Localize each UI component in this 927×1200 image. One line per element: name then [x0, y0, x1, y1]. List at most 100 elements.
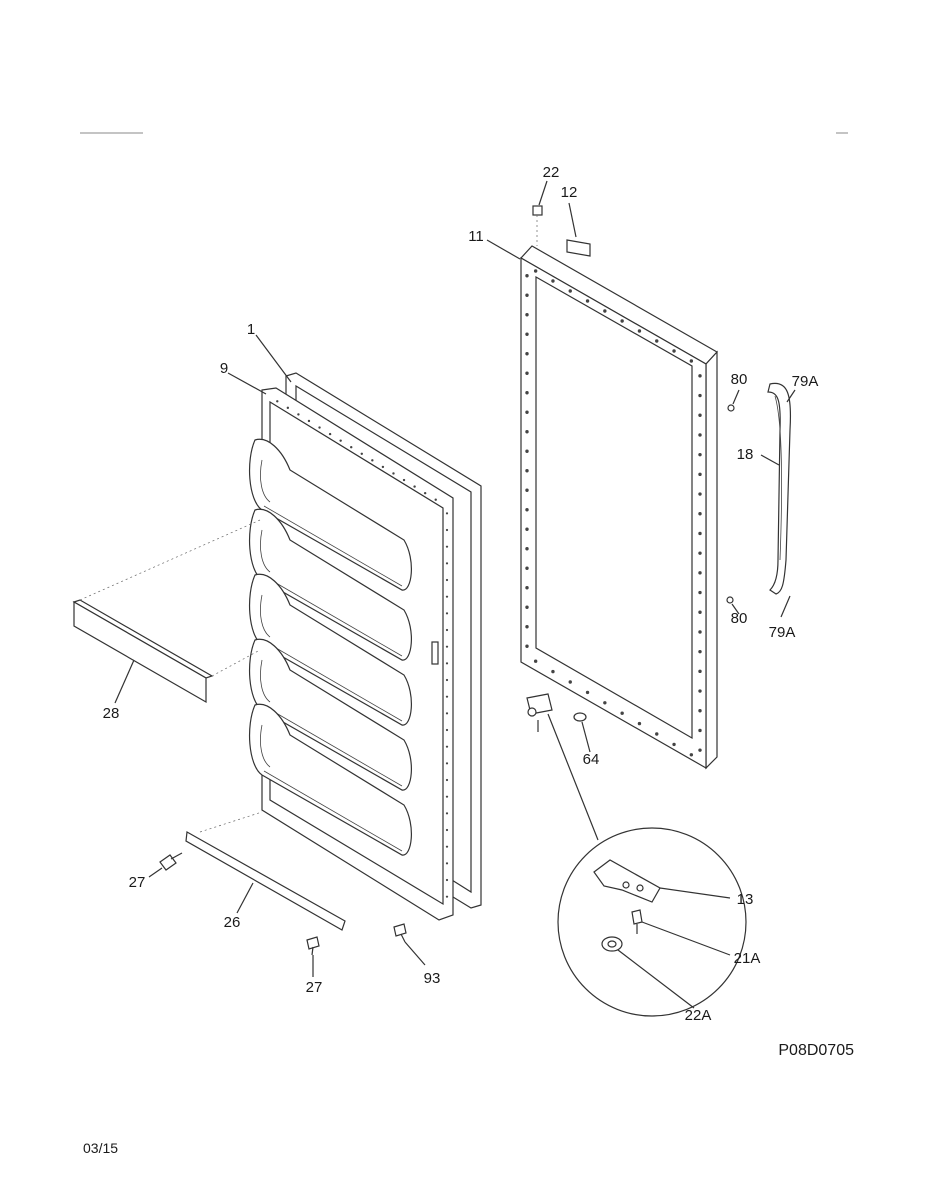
panel-hole	[698, 709, 702, 713]
callout-1: 1	[247, 321, 255, 338]
liner-dot	[371, 459, 374, 462]
liner-dot	[445, 612, 449, 615]
door-handle	[767, 382, 792, 595]
panel-hole	[525, 527, 529, 531]
panel-hole	[698, 512, 702, 516]
liner-dot	[445, 662, 449, 665]
liner-dot	[402, 478, 406, 482]
panel-hole	[637, 721, 642, 726]
bottom-rail-part	[185, 811, 346, 931]
panel-hole	[698, 630, 702, 634]
liner-dot	[445, 795, 449, 798]
liner-dot	[445, 595, 449, 598]
panel-hole	[698, 571, 702, 575]
panel-hole	[698, 649, 702, 654]
panel-hole	[603, 701, 607, 705]
liner-dot	[445, 812, 449, 815]
panel-hole	[525, 625, 529, 629]
liner-dot	[413, 485, 416, 488]
door-shelf	[249, 573, 412, 726]
liner-dot	[445, 895, 449, 898]
panel-hole	[525, 332, 529, 336]
hinge-detail-view	[547, 713, 747, 1017]
panel-hole	[568, 289, 572, 293]
panel-hole	[533, 269, 538, 273]
callout-11: 11	[468, 228, 484, 245]
liner-dot	[381, 465, 385, 469]
callout-21a: 21A	[734, 950, 761, 967]
liner-dot	[286, 406, 290, 410]
fastener-27-left	[159, 852, 183, 871]
panel-hole	[689, 753, 694, 757]
screw-80-bottom	[726, 596, 734, 604]
screw-80-top	[727, 404, 735, 412]
liner-dot	[339, 439, 342, 442]
panel-hole	[698, 492, 702, 496]
plug-part	[532, 205, 543, 246]
liner-dot	[445, 778, 449, 782]
liner-dot	[392, 472, 395, 475]
panel-hole	[525, 274, 529, 278]
callout-22a: 22A	[685, 1007, 712, 1024]
panel-hole	[698, 374, 702, 378]
liner-dot	[445, 878, 449, 882]
liner-dot	[445, 828, 449, 832]
callout-labels: 1 9 11 12 22 80 79A 18 80 79A 28 64 13 2…	[103, 164, 819, 1024]
liner-dot	[445, 512, 449, 515]
panel-hole	[585, 690, 590, 695]
fastener-93	[393, 923, 407, 943]
panel-hole	[698, 748, 702, 752]
panel-hole	[525, 469, 529, 473]
callout-18: 18	[737, 446, 754, 463]
liner-dot	[445, 745, 449, 748]
liner-dot	[434, 498, 437, 501]
panel-hole	[525, 391, 529, 395]
panel-hole	[551, 279, 555, 283]
liner-dot	[445, 645, 449, 648]
panel-hole	[698, 689, 702, 693]
liner-dot	[445, 845, 449, 848]
fastener-27-bottom	[306, 936, 320, 956]
liner-dot	[445, 678, 449, 682]
callout-27-left: 27	[129, 874, 146, 891]
callout-28: 28	[103, 705, 120, 722]
panel-hole	[525, 488, 529, 492]
callout-22: 22	[543, 164, 560, 181]
callout-12: 12	[561, 184, 578, 201]
panel-hole	[525, 644, 529, 648]
panel-hole	[525, 547, 529, 551]
liner-dot	[445, 712, 449, 715]
panel-hole	[525, 586, 529, 590]
liner-dot	[423, 491, 427, 495]
leader-lines	[114, 180, 796, 1009]
panel-hole	[698, 610, 702, 614]
panel-hole	[689, 359, 694, 363]
callout-80-bottom: 80	[731, 610, 748, 627]
panel-hole	[525, 293, 529, 297]
callout-80-top: 80	[731, 371, 748, 388]
panel-hole	[698, 393, 702, 398]
panel-hole	[585, 299, 590, 303]
liner-dot	[445, 862, 449, 865]
panel-hole	[698, 452, 702, 457]
callout-13: 13	[737, 891, 754, 908]
panel-hole	[698, 590, 702, 595]
liner-dot	[445, 628, 449, 632]
callout-26: 26	[224, 914, 241, 931]
panel-hole	[655, 339, 659, 343]
panel-hole	[525, 566, 529, 570]
diagram-code: P08D0705	[778, 1042, 854, 1059]
liner-dot	[445, 695, 449, 698]
panel-hole	[533, 659, 538, 663]
panel-hole	[620, 711, 624, 715]
liner-dot	[276, 400, 279, 403]
panel-hole	[698, 531, 702, 536]
hinge-bracket	[526, 693, 587, 732]
panel-hole	[698, 472, 702, 477]
panel-hole	[525, 410, 529, 414]
panel-hole	[525, 605, 529, 609]
callout-64: 64	[583, 751, 600, 768]
panel-hole	[698, 669, 702, 674]
callout-93: 93	[424, 970, 441, 987]
